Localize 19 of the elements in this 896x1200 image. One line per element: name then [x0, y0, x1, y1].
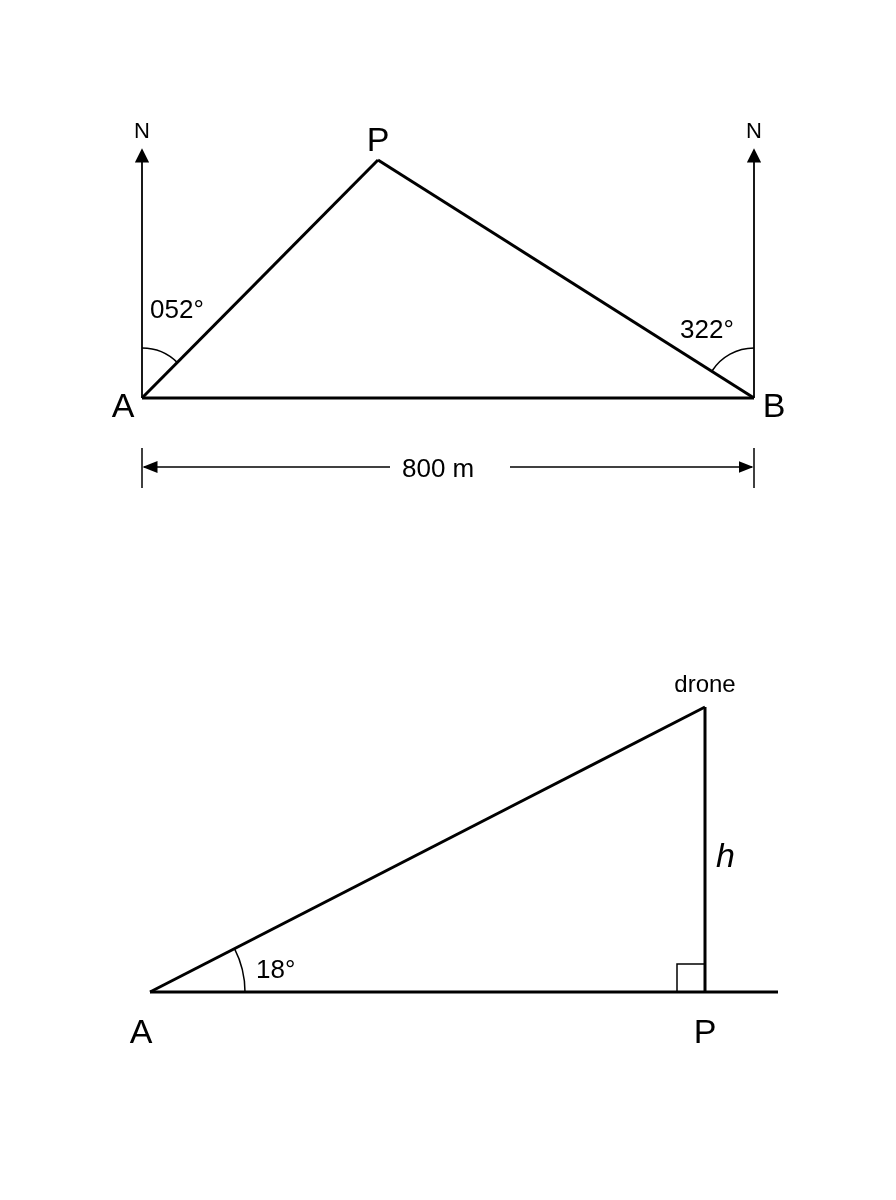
point-label: B: [754, 388, 794, 430]
arrow: [746, 148, 762, 399]
line-segment: [150, 990, 705, 994]
line-segment: [142, 396, 754, 400]
object-label: drone: [656, 672, 754, 707]
point-label: A: [104, 388, 142, 430]
line-segment: [703, 707, 707, 992]
line-segment: [149, 705, 706, 994]
arrow: [134, 148, 150, 399]
angle-label: 18°: [256, 956, 296, 982]
line-segment: [377, 158, 755, 400]
angle-label: 052°: [150, 296, 204, 322]
north-label: N: [128, 120, 156, 150]
north-label: N: [740, 120, 768, 150]
point-label: P: [688, 992, 722, 1048]
angle-label: 322°: [680, 316, 734, 342]
line-segment: [140, 158, 380, 400]
point-label: P: [362, 122, 394, 160]
point-label: A: [122, 992, 160, 1048]
